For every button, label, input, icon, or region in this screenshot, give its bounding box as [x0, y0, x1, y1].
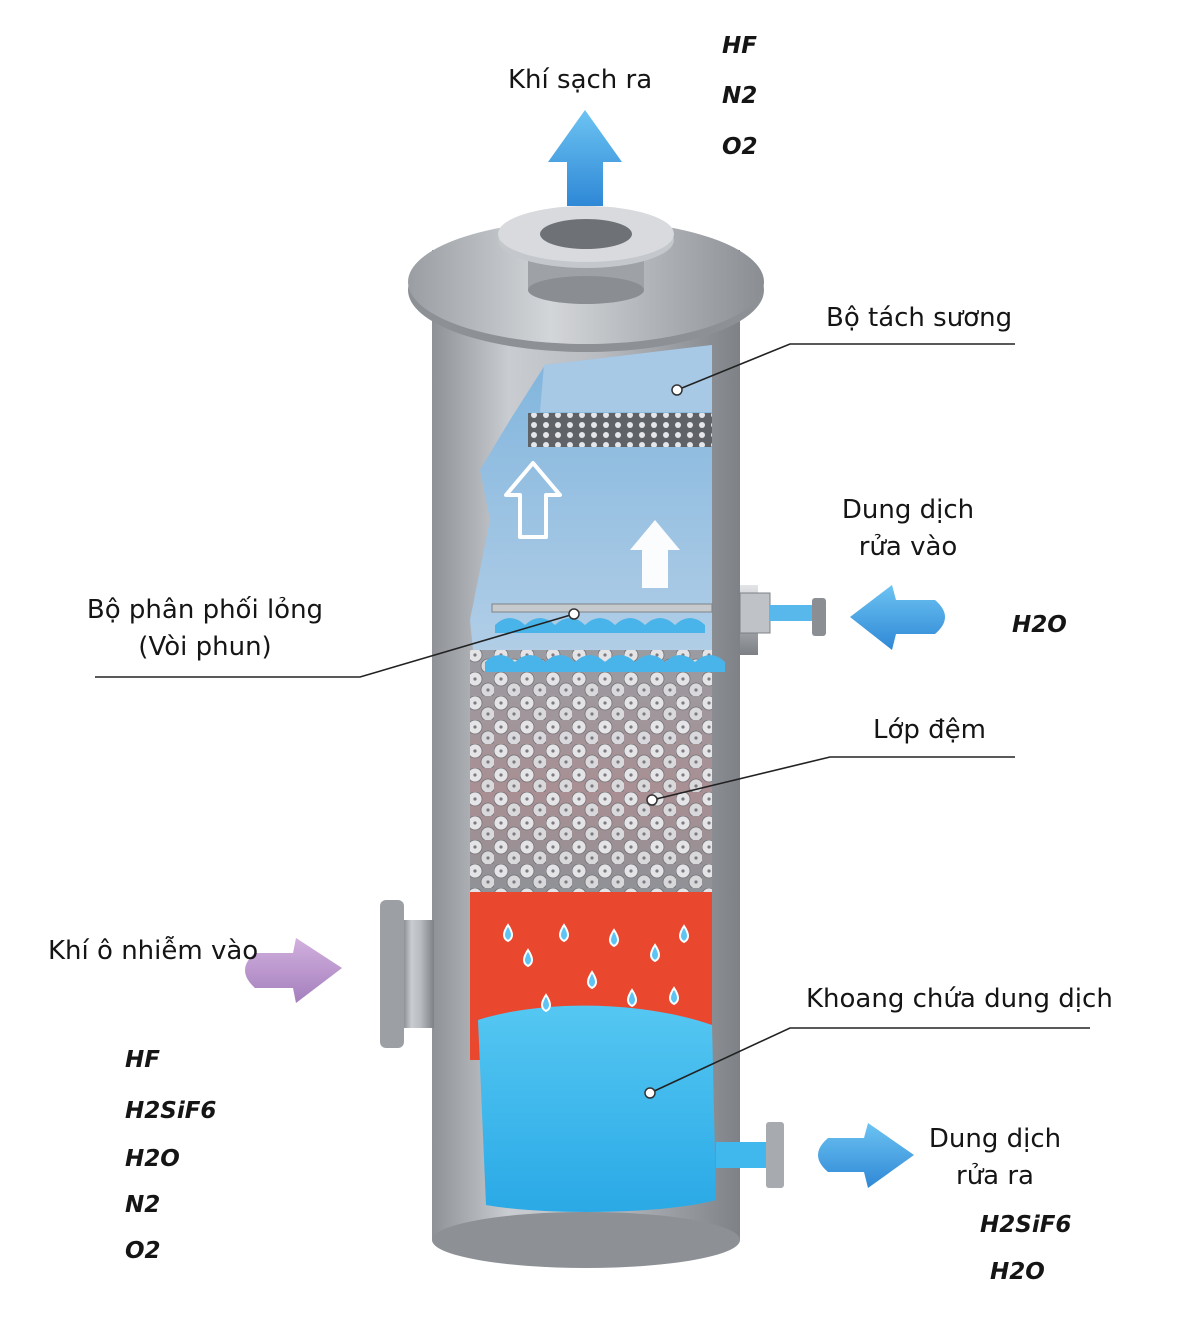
- liquid-outlet-pipe: [716, 1122, 784, 1188]
- label-packing-layer: Lớp đệm: [873, 715, 986, 745]
- chem-wash-out-h2o: H2O: [990, 1259, 1045, 1285]
- gas-inlet-pipe: [380, 900, 434, 1048]
- gas-up-arrow-icon: [630, 520, 680, 588]
- label-sump: Khoang chứa dung dịch: [806, 984, 1113, 1014]
- wash-inlet-pipe: [739, 585, 826, 655]
- mist-eliminator-mesh: [528, 413, 712, 447]
- chem-polluted-n2: N2: [125, 1192, 161, 1218]
- label-polluted-gas-in: Khí ô nhiễm vào: [48, 936, 259, 966]
- label-wash-in-line2: rửa vào: [858, 532, 958, 562]
- chem-clean-n2: N2: [722, 83, 758, 109]
- leader-lines: [95, 343, 1090, 1094]
- chem-polluted-o2: O2: [125, 1238, 161, 1264]
- clean-gas-arrow-icon: [548, 110, 622, 206]
- wash-inlet-arrow-icon: [850, 585, 945, 650]
- label-liquid-distributor-line2: (Vòi phun): [138, 632, 272, 662]
- polluted-gas-arrow-icon: [245, 938, 342, 1003]
- top-lid: [408, 206, 764, 352]
- chem-wash-in-h2o: H2O: [1012, 612, 1067, 638]
- gas-up-arrow-outline-icon: [504, 461, 562, 539]
- chem-polluted-h2sif6: H2SiF6: [125, 1098, 217, 1124]
- liquid-distributor: [485, 603, 725, 672]
- leader-markers: [568, 384, 683, 1099]
- label-mist-eliminator: Bộ tách sương: [826, 303, 1013, 333]
- label-liquid-distributor: Bộ phân phối lỏng (Vòi phun): [80, 592, 330, 666]
- label-clean-gas-out: Khí sạch ra: [508, 65, 653, 95]
- chem-clean-o2: O2: [722, 134, 758, 160]
- wash-outlet-arrow-icon: [818, 1123, 914, 1188]
- chem-clean-hf: HF: [722, 33, 757, 59]
- label-wash-in-line1: Dung dịch: [841, 495, 975, 525]
- label-liquid-distributor-line1: Bộ phân phối lỏng: [86, 595, 324, 625]
- label-wash-out: Dung dịch rửa ra: [920, 1121, 1070, 1195]
- chem-polluted-hf: HF: [125, 1047, 160, 1073]
- chem-wash-out-h2sif6: H2SiF6: [980, 1212, 1072, 1238]
- cutaway-interior: [470, 345, 716, 1212]
- chem-polluted-h2o: H2O: [125, 1146, 180, 1172]
- label-wash-out-line1: Dung dịch: [928, 1124, 1062, 1154]
- label-wash-in: Dung dịch rửa vào: [830, 492, 986, 566]
- label-wash-out-line2: rửa ra: [956, 1161, 1034, 1191]
- droplets: [503, 923, 689, 1013]
